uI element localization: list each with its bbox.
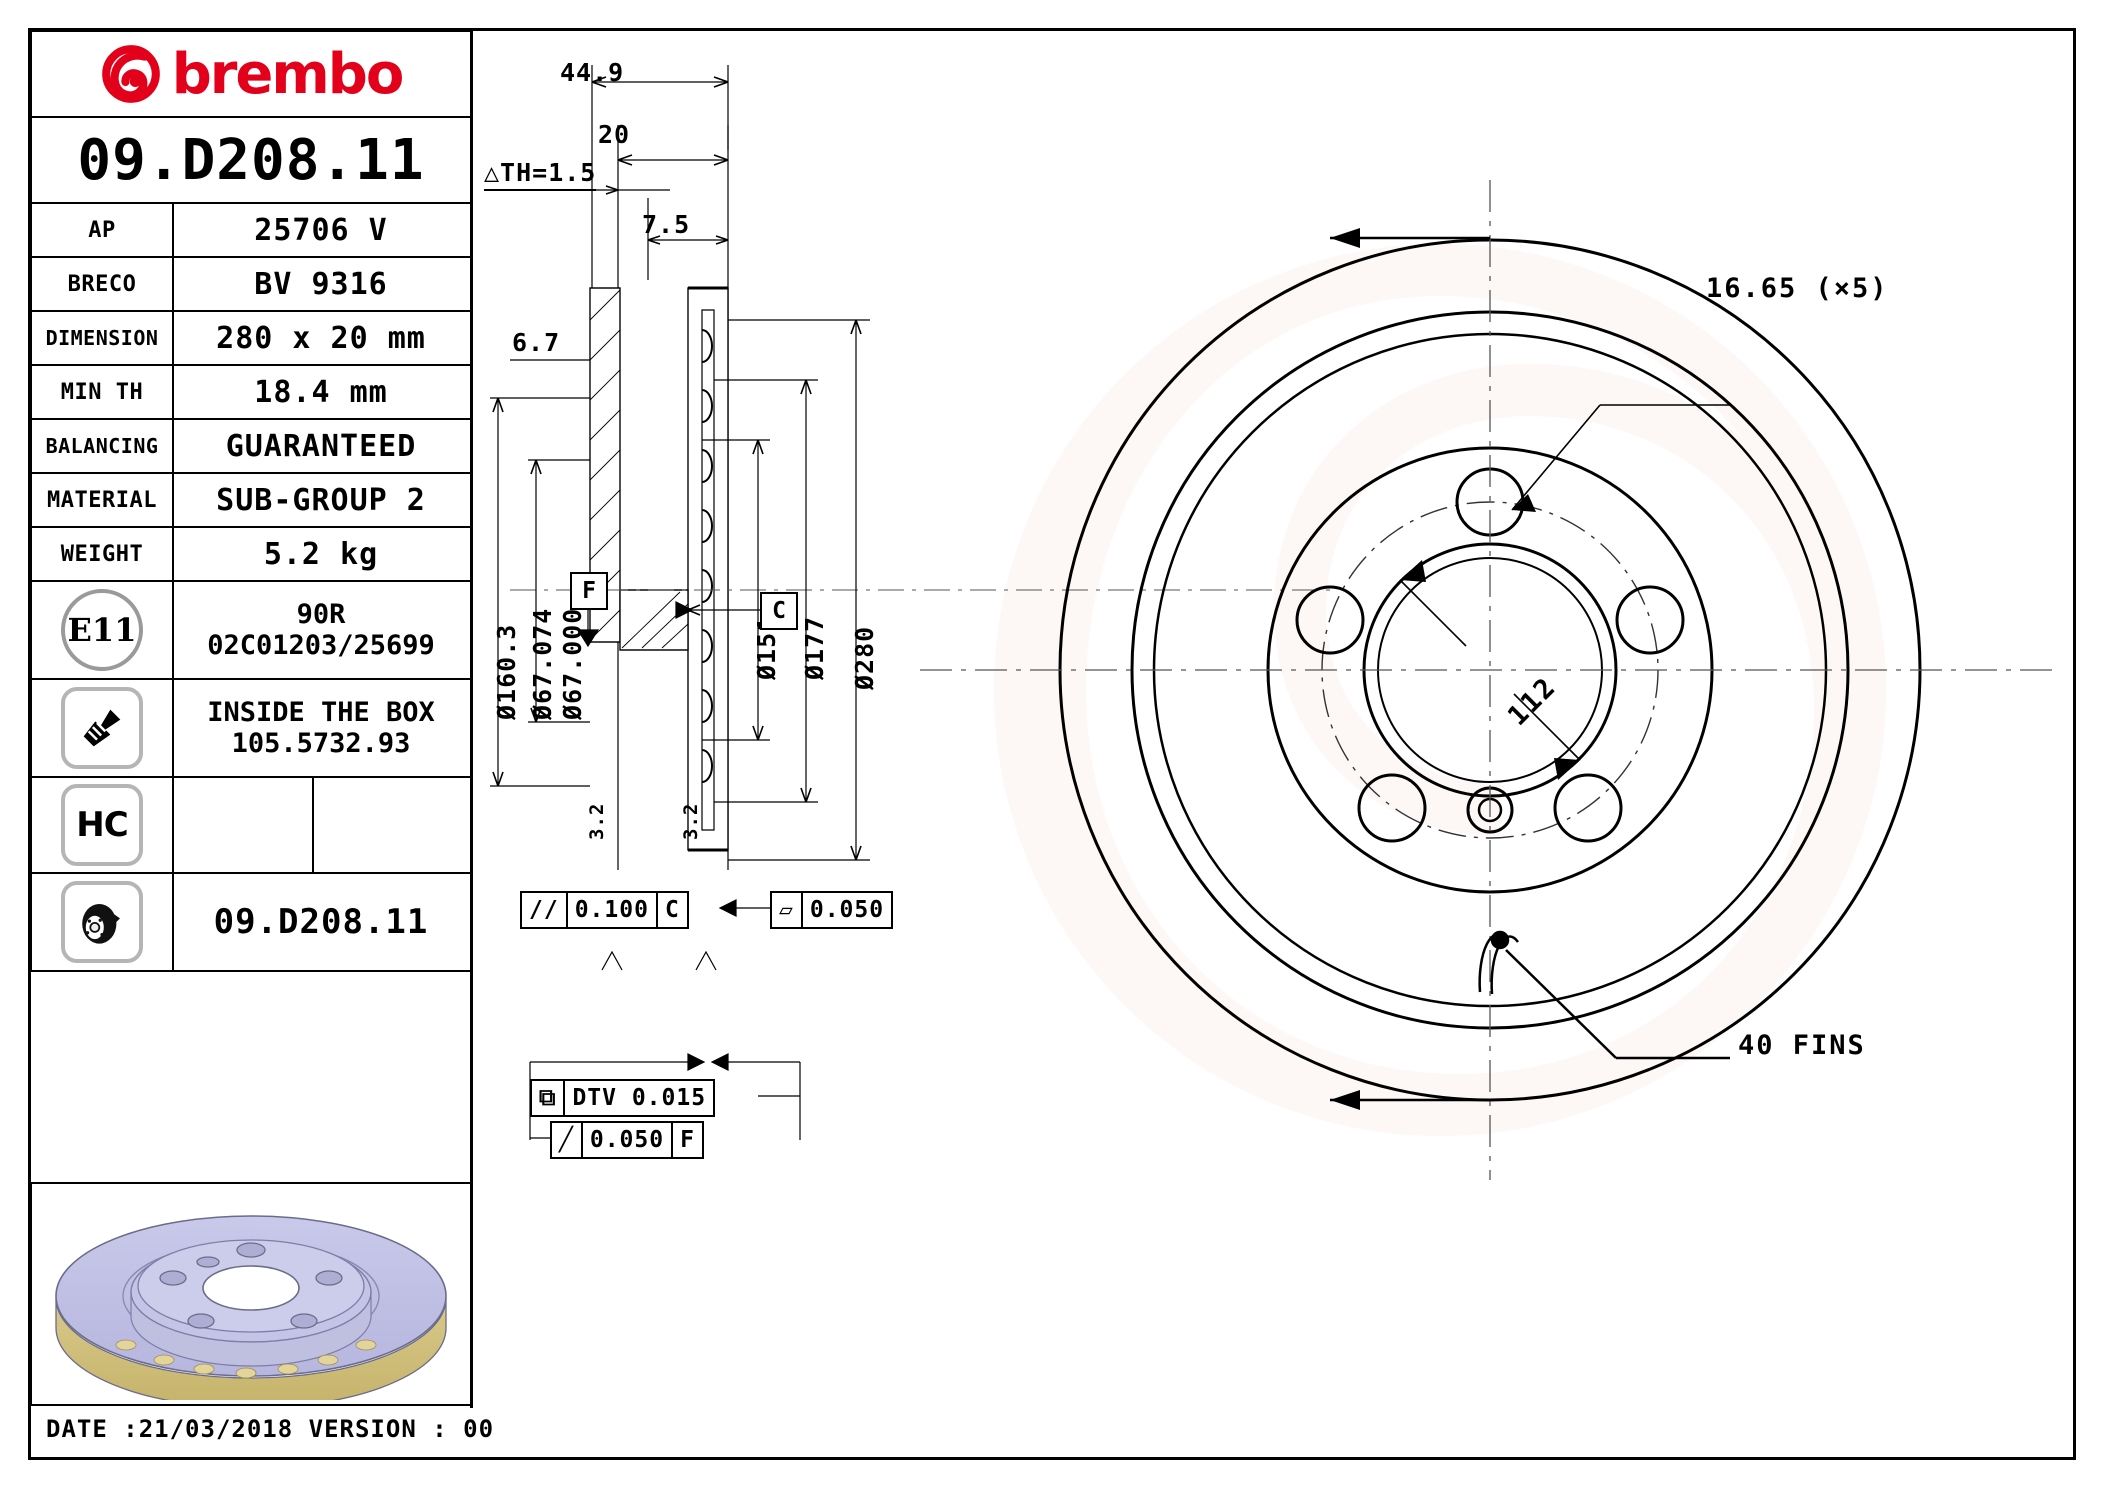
sheet-border	[28, 28, 2076, 1460]
gdt-symbol: //	[529, 897, 559, 923]
bolt-hole-note: 16.65 (×5)	[1706, 273, 1889, 304]
hc-badge-icon: HC	[61, 784, 143, 866]
row-label: AP	[88, 217, 116, 243]
table-row: BALANCING GUARANTEED	[30, 418, 472, 474]
info-table: brembo 09.D208.11 AP 25706 V BRECO BV 93…	[30, 30, 472, 1408]
dim-overall-width: 44.9	[560, 58, 625, 87]
gdt-datum: C	[655, 893, 687, 927]
gdt-tolerance: 0.050	[800, 893, 891, 927]
row-label: MATERIAL	[47, 487, 157, 513]
table-row: MIN TH 18.4 mm	[30, 364, 472, 420]
accessory-line2: 105.5732.93	[231, 728, 411, 759]
table-row: MATERIAL SUB-GROUP 2	[30, 472, 472, 528]
surface-finish-left: 3.2	[586, 802, 608, 840]
section-view	[490, 65, 1330, 1140]
dim-bore-upper: Ø67.074	[528, 607, 557, 720]
brembo-logo-cell: brembo	[30, 30, 472, 118]
disc-code-row: 09.D208.11	[30, 872, 472, 972]
gdt-tolerance: 0.050	[580, 1123, 671, 1157]
technical-drawing-area: 44.9 20 7.5 △TH=1.5 6.7 Ø160.3 Ø67.074 Ø…	[470, 30, 2076, 1408]
dim-th-tolerance: △TH=1.5	[484, 158, 597, 191]
part-code: 09.D208.11	[77, 127, 425, 193]
gdt-parallelism: // 0.100 C	[520, 891, 689, 929]
e11-badge-icon: E11	[61, 589, 143, 671]
table-row: WEIGHT 5.2 kg	[30, 526, 472, 582]
row-value: GUARANTEED	[225, 428, 417, 464]
row-label: DIMENSION	[45, 326, 159, 350]
gdt-dtv: ⧉ DTV 0.015	[530, 1079, 716, 1117]
dim-hat-wall: 6.7	[512, 328, 561, 357]
row-label: MIN TH	[60, 379, 144, 405]
dim-bore-lower: Ø67.000	[558, 607, 587, 720]
gdt-tolerance: 0.100	[565, 893, 656, 927]
row-value: 280 x 20 mm	[216, 320, 426, 356]
dim-hat-offset: 7.5	[642, 210, 691, 239]
accessory-line1: INSIDE THE BOX	[207, 696, 435, 728]
row-label: WEIGHT	[60, 541, 144, 567]
homologation-line2: 02C01203/25699	[207, 630, 435, 661]
homologation-line1: 90R	[296, 598, 346, 630]
row-value: 25706 V	[254, 212, 388, 248]
gdt-symbol: ╱	[559, 1127, 574, 1153]
row-value: 18.4 mm	[254, 374, 388, 410]
dim-hub-od: Ø160.3	[492, 623, 521, 720]
gdt-tolerance: DTV 0.015	[563, 1081, 713, 1115]
gdt-symbol: ▱	[779, 897, 794, 923]
fins-note: 40 FINS	[1738, 1030, 1866, 1061]
dim-disc-thickness: 20	[598, 120, 631, 149]
row-label: BRECO	[67, 271, 137, 297]
brake-disc-render	[55, 1215, 447, 1400]
part-code-cell: 09.D208.11	[30, 116, 472, 204]
gdt-runout: ╱ 0.050 F	[550, 1121, 704, 1159]
row-value: BV 9316	[254, 266, 388, 302]
gdt-datum: F	[671, 1123, 702, 1157]
accessory-row: INSIDE THE BOX 105.5732.93	[30, 678, 472, 778]
table-row: BRECO BV 9316	[30, 256, 472, 312]
row-value: SUB-GROUP 2	[216, 482, 426, 518]
table-row: DIMENSION 280 x 20 mm	[30, 310, 472, 366]
row-label: BALANCING	[45, 434, 159, 458]
brembo-wordmark: brembo	[171, 41, 405, 107]
screw-icon	[61, 687, 143, 769]
dim-outer-dia: Ø280	[850, 625, 879, 690]
dim-vent-dia: Ø177	[800, 615, 829, 680]
row-value: 5.2 kg	[263, 536, 379, 572]
surface-finish-right: 3.2	[680, 802, 702, 840]
table-drawing-divider	[470, 30, 473, 1408]
product-image-cell	[30, 1182, 472, 1406]
datum-c: C	[760, 592, 798, 630]
datum-f: F	[570, 572, 608, 610]
brembo-mark-icon	[101, 45, 160, 103]
homologation-row: E11 90R 02C01203/25699	[30, 580, 472, 680]
disc-part-code: 09.D208.11	[213, 902, 429, 942]
gdt-flatness: ▱ 0.050	[770, 891, 894, 929]
table-row: AP 25706 V	[30, 202, 472, 258]
brake-disc-icon	[61, 881, 143, 963]
gdt-symbol: ⧉	[539, 1085, 557, 1111]
face-view	[920, 180, 2060, 1180]
hc-row: HC	[30, 776, 472, 874]
date-version-footer: DATE :21/03/2018 VERSION : 00	[46, 1415, 495, 1443]
